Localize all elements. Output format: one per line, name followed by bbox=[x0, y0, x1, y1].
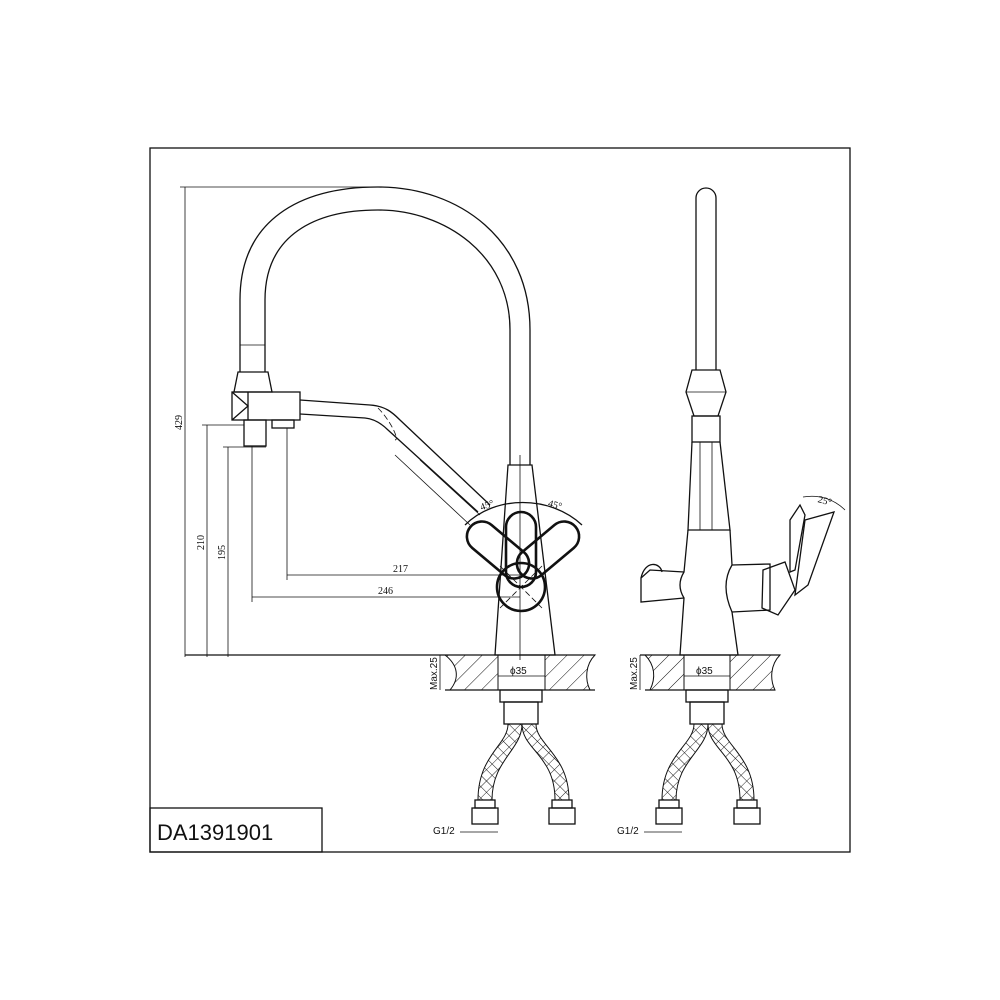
dim-head-height: 210 bbox=[196, 535, 207, 550]
thread-side: G1/2 bbox=[617, 826, 639, 837]
dim-reach-long: 246 bbox=[378, 586, 393, 597]
thread-front: G1/2 bbox=[433, 826, 455, 837]
dim-total-height: 429 bbox=[174, 415, 185, 430]
angle-side-label: 25° bbox=[816, 494, 832, 508]
front-view: 45° 45° ϕ35 Max.25 G1/2 429 210 bbox=[174, 186, 597, 837]
dim-reach-short: 217 bbox=[393, 564, 408, 575]
title-box bbox=[149, 807, 323, 853]
angle-left-label: 45° bbox=[479, 498, 496, 513]
max-thickness-side: Max.25 bbox=[629, 657, 640, 690]
model-code: DA1391901 bbox=[157, 820, 273, 845]
side-view: 25° ϕ35 Max.25 G1/2 bbox=[617, 187, 846, 837]
hole-diameter-side: ϕ35 bbox=[696, 666, 713, 677]
angle-right-label: 45° bbox=[547, 498, 563, 512]
dim-outlet-height: 195 bbox=[217, 545, 228, 560]
max-thickness-front: Max.25 bbox=[429, 657, 440, 690]
hole-diameter-front: ϕ35 bbox=[510, 666, 527, 677]
drawing-frame bbox=[149, 147, 851, 853]
